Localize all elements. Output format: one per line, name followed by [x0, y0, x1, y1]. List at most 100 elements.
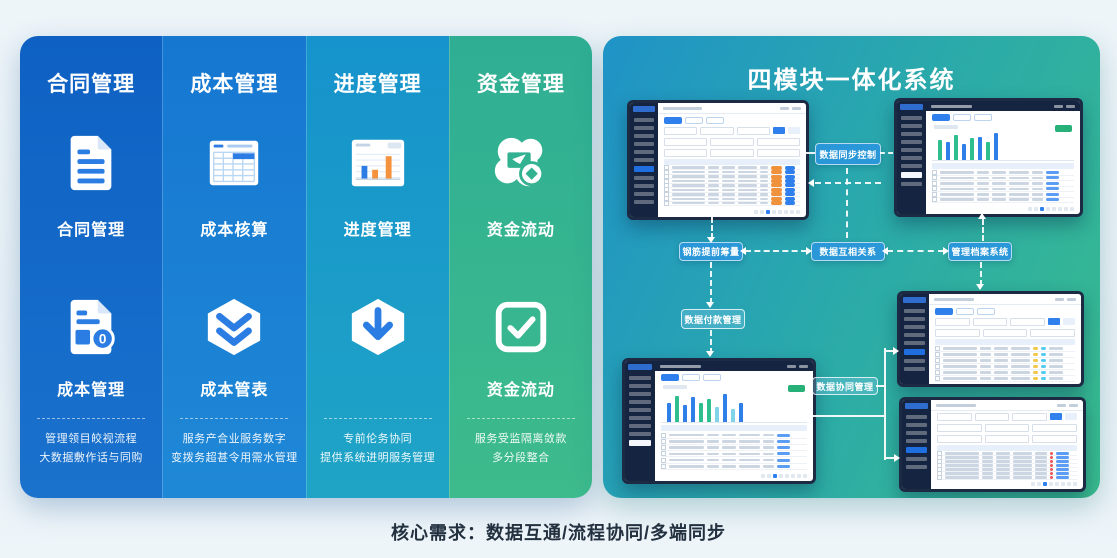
- connector-line: [887, 250, 944, 252]
- mini-menu-item: [906, 439, 927, 443]
- mini-tabs: [929, 305, 1081, 316]
- mini-menu-item: [901, 140, 923, 144]
- mini-action-badge: [785, 187, 796, 192]
- arrowhead-down: [707, 237, 715, 243]
- flow-box-bottom-center: 数据协同管理: [812, 377, 878, 395]
- flow-box-left-lower: 数据付款管理: [681, 309, 745, 329]
- mini-table-row: [934, 370, 1075, 376]
- mini-link: [1045, 170, 1059, 174]
- screen-content: [625, 361, 813, 481]
- mini-alert-dot: [1049, 456, 1053, 459]
- mini-table-row: [936, 463, 1077, 468]
- mini-alert-dot: [1049, 472, 1053, 475]
- mini-tabs: [658, 114, 806, 125]
- bar-chart-card-icon: [307, 130, 449, 196]
- mini-bar: [994, 133, 999, 161]
- column-title: 进度管理: [333, 73, 422, 96]
- mini-link: [1045, 187, 1059, 191]
- mini-chip: [1041, 359, 1047, 362]
- mini-action-badge: [785, 165, 796, 170]
- mini-chip: [1033, 353, 1039, 356]
- mini-menu-item: [904, 367, 925, 371]
- mini-table-row: [936, 459, 1077, 464]
- mini-table-row: [661, 451, 807, 458]
- mini-table-row: [936, 475, 1077, 480]
- mini-chip: [1041, 353, 1047, 356]
- mini-table-row: [934, 352, 1075, 358]
- module-label: 成本管理: [57, 382, 126, 399]
- mini-menu-item: [904, 349, 925, 355]
- mini-bar-chart: [932, 124, 1074, 162]
- mini-topbar: [926, 101, 1080, 111]
- module-label: [307, 376, 449, 398]
- connector-trunk: [884, 348, 886, 460]
- mini-alert-dot: [1049, 452, 1053, 455]
- screen-content: [897, 101, 1080, 214]
- mini-table-row: [932, 191, 1074, 198]
- mini-table-row: [661, 463, 807, 470]
- mini-table: [661, 425, 807, 470]
- mini-menu-item: [904, 359, 925, 363]
- mini-menu-item: [904, 309, 925, 313]
- mini-menu-item: [901, 124, 923, 128]
- screen-content: [630, 103, 806, 217]
- mini-action-badge: [785, 201, 796, 206]
- column-title: 资金管理: [476, 73, 565, 96]
- column-description: 服务受监隔离敛款 多分段整合: [474, 433, 567, 465]
- flow-box-mid-left: 钢筋提前筹量: [679, 242, 743, 261]
- mini-menu-item: [901, 116, 923, 120]
- contract-doc-icon: [20, 130, 162, 196]
- connector-line: [815, 182, 881, 184]
- mini-table-row: [934, 364, 1075, 370]
- hexagon-download-icon: [307, 294, 449, 360]
- mini-menu-item: [906, 447, 927, 453]
- mini-menu-item: [634, 118, 655, 122]
- mini-table-row: [664, 200, 800, 206]
- mini-status-badge: [771, 179, 783, 184]
- mini-table-row: [664, 178, 800, 184]
- mini-pagination: [926, 205, 1080, 214]
- arrowhead-right: [943, 247, 949, 255]
- mini-table-row: [664, 174, 800, 180]
- flow-box-data-sync: 数据同步控制: [815, 143, 881, 165]
- column-divider: [323, 418, 432, 419]
- mini-link: [1045, 181, 1059, 185]
- column-title: 成本管理: [190, 73, 279, 96]
- arrowhead-down: [976, 284, 984, 290]
- column-description: 管理领目皎视流程 大数据敷作话与同购: [39, 433, 143, 465]
- mini-chip: [1041, 371, 1047, 374]
- wallet-coin-icon: [450, 130, 592, 196]
- module-label: 资金流动: [486, 382, 555, 399]
- mini-menu-item: [906, 423, 927, 427]
- mini-menu-item: [629, 384, 652, 388]
- mini-table-header: [932, 163, 1074, 170]
- mini-sidebar: [625, 361, 656, 481]
- mini-pagination: [931, 480, 1083, 489]
- module-label: 合同管理: [57, 222, 126, 239]
- mini-menu-item: [634, 158, 655, 162]
- mini-sidebar: [900, 294, 929, 384]
- mini-bar: [978, 136, 983, 161]
- mini-filter-row: [658, 147, 806, 158]
- flow-box-mid-center: 数据互相关系: [811, 242, 885, 261]
- module-label: 进度管理: [343, 222, 412, 239]
- mini-filter-row: [931, 433, 1083, 444]
- mini-table-row: [936, 451, 1077, 456]
- arrowhead-left: [882, 247, 888, 255]
- mini-menu-item: [901, 148, 923, 152]
- column-contract: 合同管理 合同管理 0 成本管理: [20, 36, 163, 498]
- mini-menu-item: [629, 424, 652, 428]
- mini-filter-row: [929, 327, 1081, 338]
- mini-menu-item: [629, 408, 652, 412]
- mini-bar: [986, 142, 991, 161]
- mini-menu-item: [906, 465, 927, 469]
- mini-table-row: [932, 197, 1074, 203]
- module-label: 资金流动: [486, 222, 555, 239]
- mini-action-badge: [785, 170, 796, 175]
- column-title: 合同管理: [47, 73, 136, 96]
- connector-line: [711, 217, 713, 239]
- arrowhead-right: [806, 247, 812, 255]
- column-description: 服务产合业服务数字 变拨务超甚令用需水管理: [171, 433, 298, 465]
- mini-table-header: [664, 159, 800, 165]
- mini-bar: [667, 403, 672, 423]
